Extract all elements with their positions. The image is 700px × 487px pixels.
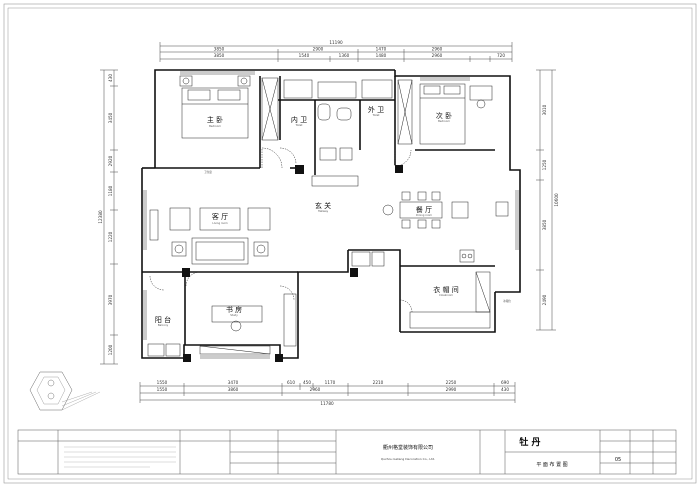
- top-dim-4: 2960: [432, 47, 443, 52]
- balcony-label: 阳 台: [155, 315, 171, 324]
- left-total-dim: 12380: [98, 210, 103, 224]
- bottom-dim-12: 2990: [446, 387, 457, 392]
- outer-bath-label: 外 卫: [368, 105, 384, 114]
- bottom-dim-11: 2960: [310, 387, 321, 392]
- master-bedroom-sub: Bedroom: [209, 124, 221, 128]
- bottom-dimensions: [139, 382, 516, 403]
- right-dim-2: 1250: [542, 159, 547, 170]
- right-dimensions: [536, 69, 556, 331]
- living-room-sub: Living room: [212, 221, 228, 225]
- left-dim-4: 1180: [108, 185, 113, 196]
- living-room-label: 客 厅: [212, 212, 228, 221]
- right-dim-4: 2490: [542, 294, 547, 305]
- company-logo: [29, 371, 101, 411]
- bottom-dim-4: 450: [303, 380, 311, 385]
- bathroom-window-label: 卫生窗: [204, 170, 212, 174]
- second-bedroom-label: 次 卧: [436, 111, 452, 120]
- left-dim-2: 3450: [108, 112, 113, 123]
- left-dim-7: 1200: [108, 344, 113, 355]
- top-dim-2: 2900: [313, 47, 324, 52]
- bottom-dim-13: 430: [501, 387, 509, 392]
- bottom-dim-7: 2250: [446, 380, 457, 385]
- top-dim-6: 1540: [299, 53, 310, 58]
- sheet-number: 05: [615, 457, 621, 463]
- balcony-sub: Balcony: [158, 323, 169, 327]
- study-room: [185, 271, 297, 355]
- top-dim-7: 1360: [339, 53, 350, 58]
- drawing-title: 平 面 布 置 图: [536, 461, 567, 468]
- left-dim-5: 1220: [108, 231, 113, 242]
- inner-bath-label: 内 卫: [291, 115, 307, 124]
- right-dim-3: 3850: [542, 219, 547, 230]
- bottom-dim-5: 1170: [325, 380, 336, 385]
- title-block: [17, 429, 677, 475]
- bottom-dim-1: 1550: [157, 380, 168, 385]
- foyer-sub: Hallway: [318, 209, 329, 213]
- cloakroom-area: [399, 271, 491, 329]
- top-dim-10: 720: [497, 53, 505, 58]
- left-dim-3: 2920: [108, 155, 113, 166]
- left-dim-1: 430: [108, 74, 113, 82]
- left-dim-6: 3970: [108, 294, 113, 305]
- bottom-total-dim: 11780: [320, 401, 334, 406]
- living-room: [149, 207, 271, 265]
- inner-bath-sub: Toilet: [296, 123, 303, 127]
- company-name-en: Quzhou Getang Decoration Co., Ltd.: [381, 457, 435, 461]
- sheet-inner-border: [7, 7, 693, 480]
- bathrooms: [279, 79, 413, 187]
- left-dimensions: [100, 69, 118, 365]
- dining-room-sub: Dining room: [416, 213, 432, 217]
- right-total-dim: 10600: [554, 193, 559, 207]
- columns: [182, 165, 403, 362]
- foyer-label: 玄 关: [315, 201, 331, 210]
- cloakroom-sub: Cloakroom: [439, 293, 453, 297]
- top-dim-9: 2960: [432, 53, 443, 58]
- cloakroom-label: 衣 帽 间: [433, 285, 458, 294]
- second-bedroom: [394, 83, 493, 167]
- balcony-area: [147, 275, 181, 357]
- master-bedroom-label: 主 卧: [207, 115, 223, 124]
- bottom-dim-6: 2210: [373, 380, 384, 385]
- company-name-cn: 衢州格堂装饰有限公司: [383, 444, 433, 451]
- top-dim-8: 1480: [376, 53, 387, 58]
- right-dim-1: 3010: [542, 104, 547, 115]
- second-bedroom-sub: Bedroom: [438, 119, 450, 123]
- top-total-dim: 11190: [329, 40, 343, 45]
- bottom-dim-9: 1550: [157, 387, 168, 392]
- fridge-position-label: 冰箱位: [503, 299, 511, 303]
- walls: [141, 69, 521, 359]
- top-dim-3: 1470: [376, 47, 387, 52]
- sheet-border: [3, 3, 697, 484]
- top-dim-5: 3850: [214, 53, 225, 58]
- bottom-dim-8: 690: [501, 380, 509, 385]
- top-dim-1: 3850: [214, 47, 225, 52]
- dining-area: [351, 191, 509, 267]
- study-sub: Study: [230, 313, 238, 317]
- outer-bath-sub: Toilet: [373, 113, 380, 117]
- bottom-dim-3: 610: [287, 380, 295, 385]
- windows: [143, 71, 519, 359]
- study-label: 书 房: [226, 305, 242, 314]
- top-dimensions: [159, 42, 513, 62]
- bottom-dim-2: 3470: [228, 380, 239, 385]
- project-name: 牡 丹: [519, 436, 540, 448]
- master-bedroom: [179, 75, 283, 169]
- dining-room-label: 餐 厅: [416, 205, 432, 214]
- bottom-dim-10: 3860: [228, 387, 239, 392]
